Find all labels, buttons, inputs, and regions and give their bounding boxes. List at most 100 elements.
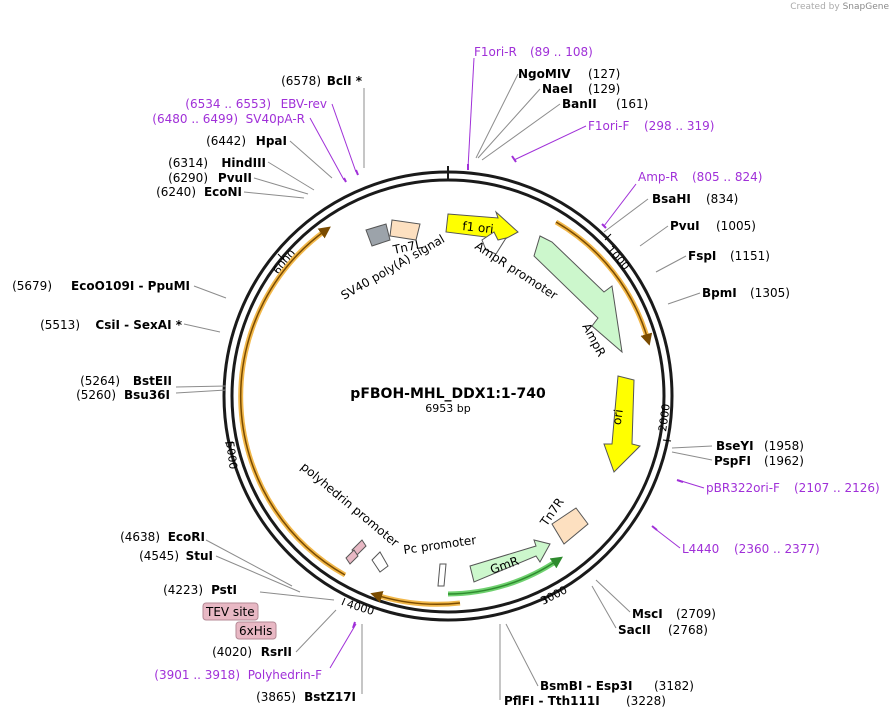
plasmid-name: pFBOH-MHL_DDX1:1-740: [350, 386, 546, 402]
site-csii-sexai-pos: (5513): [40, 318, 80, 332]
site-bsu36i: Bsu36I: [124, 388, 170, 402]
site-bsteii: BstEII: [133, 374, 172, 388]
primer-leaders: [309, 57, 705, 669]
tn7r-feature: [551, 507, 589, 545]
tn7l-feature: [389, 219, 421, 241]
his-feature: [345, 549, 359, 565]
site-stui: StuI: [186, 549, 213, 563]
site-rsrii-pos: (4020): [212, 645, 252, 659]
site-bsmbi-esp3i: BsmBI - Esp3I: [540, 679, 632, 693]
site-bseyi-pos: (1958): [764, 439, 804, 453]
primer-sv40pa-r: SV40pA-R: [246, 112, 305, 126]
tev-site-label: TEV site: [205, 605, 255, 619]
site-sacii-pos: (2768): [668, 623, 708, 637]
primer-polyhedrin-f: Polyhedrin-F: [248, 668, 322, 682]
site-pspfi-pos: (1962): [764, 454, 804, 468]
site-fspi: FspI: [688, 249, 716, 263]
snapgene-brand: SnapGene: [842, 2, 889, 12]
tick-label-3000: 3000: [538, 583, 569, 607]
primer-f1ori-r-range: (89 .. 108): [530, 45, 593, 59]
primer-ebv-rev: EBV-rev: [281, 97, 327, 111]
primer-f1ori-f-range: (298 .. 319): [644, 119, 714, 133]
primer-ebv-rev-range: (6534 .. 6553): [185, 97, 271, 111]
site-bsmbi-esp3i-pos: (3182): [654, 679, 694, 693]
site-bsahi: BsaHI: [652, 192, 691, 206]
site-bsahi-pos: (834): [706, 192, 738, 206]
site-banii: BanII: [562, 97, 597, 111]
tick-label-4000: 4000: [345, 597, 376, 618]
site-psti: PstI: [211, 583, 237, 597]
site-msci: MscI: [632, 607, 663, 621]
site-ecori-pos: (4638): [120, 530, 160, 544]
his-tag-label: 6xHis: [239, 624, 272, 638]
gmr-label: GmR: [488, 554, 520, 577]
ampr-feature: [533, 235, 623, 354]
ori-feature: [603, 375, 641, 473]
site-pvuii: PvuII: [218, 171, 252, 185]
tick-label-5000: 5000: [223, 441, 240, 471]
site-pspfi: PspFI: [714, 454, 751, 468]
site-csii-sexai: CsiI - SexAI *: [95, 318, 182, 332]
site-leaders: [175, 73, 713, 700]
gmr-feature: [469, 539, 551, 583]
primer-f1ori-f: F1ori-F: [588, 119, 629, 133]
plasmid-size: 6953 bp: [425, 402, 470, 415]
site-rsrii: RsrII: [261, 645, 292, 659]
ampr-promoter-feature: [481, 231, 508, 255]
site-econi-pos: (6240): [156, 185, 196, 199]
primer-pbr322ori-f-range: (2107 .. 2126): [794, 481, 880, 495]
site-pvuii-pos: (6290): [168, 171, 208, 185]
site-bpmi: BpmI: [702, 286, 737, 300]
tn7l-label: Tn7L: [391, 237, 424, 257]
primer-pbr322ori-f: pBR322ori-F: [706, 481, 780, 495]
his-tag-box: [235, 621, 277, 640]
site-naei-pos: (129): [588, 82, 620, 96]
site-hindiii: HindIII: [221, 156, 266, 170]
site-econi: EcoNI: [204, 185, 242, 199]
site-stui-pos: (4545): [139, 549, 179, 563]
primer-f1ori-r: F1ori-R: [474, 45, 517, 59]
orf-arrow-small: [370, 591, 461, 605]
site-psti-pos: (4223): [163, 583, 203, 597]
pc-promoter-label: Pc promoter: [402, 533, 477, 557]
primer-marks: [343, 155, 684, 629]
gmr-arc-arrow: [447, 556, 563, 595]
site-ecoo109i-ppumi-pos: (5679): [12, 279, 52, 293]
tev-site-box: [202, 602, 259, 621]
site-bseyi: BseYI: [716, 439, 754, 453]
site-ngomiv: NgoMIV: [518, 67, 571, 81]
orf-arrow-ampr: [555, 221, 653, 346]
site-pvui-pos: (1005): [716, 219, 756, 233]
tick-marks: [224, 233, 672, 606]
site-sacii: SacII: [618, 623, 651, 637]
primer-l4440-range: (2360 .. 2377): [734, 542, 820, 556]
site-banii-pos: (161): [616, 97, 648, 111]
tick-label-2000: 2000: [656, 403, 673, 433]
site-pflfi-tth111i: PflFI - Tth111I: [504, 694, 600, 708]
ori-label: ori: [610, 408, 626, 425]
site-bstz17i: BstZ17I: [304, 690, 356, 704]
site-pflfi-tth111i-pos: (3228): [626, 694, 666, 708]
site-hindiii-pos: (6314): [168, 156, 208, 170]
site-bsteii-pos: (5264): [80, 374, 120, 388]
credit-prefix: Created by: [790, 2, 840, 12]
site-ecoo109i-ppumi: EcoO109I - PpuMI: [71, 279, 190, 293]
sv40-feature: [365, 223, 391, 247]
site-pvui: PvuI: [670, 219, 700, 233]
primer-polyhedrin-f-range: (3901 .. 3918): [154, 668, 240, 682]
site-ngomiv-pos: (127): [588, 67, 620, 81]
site-hpai: HpaI: [256, 134, 287, 148]
pc-promoter-feature: [437, 563, 447, 587]
f1-ori-label: f1 ori: [462, 219, 495, 236]
polyhedrin-promoter-arrow: [371, 551, 389, 573]
snapgene-logo: SnapGene: [843, 2, 889, 12]
site-bcli: BclI *: [327, 74, 363, 88]
site-bcli-pos: (6578): [281, 74, 321, 88]
site-msci-pos: (2709): [676, 607, 716, 621]
site-hpai-pos: (6442): [206, 134, 246, 148]
primer-l4440: L4440: [682, 542, 719, 556]
site-ecori: EcoRI: [168, 530, 205, 544]
primer-amp-r: Amp-R: [638, 170, 678, 184]
site-bsu36i-pos: (5260): [76, 388, 116, 402]
site-bpmi-pos: (1305): [750, 286, 790, 300]
